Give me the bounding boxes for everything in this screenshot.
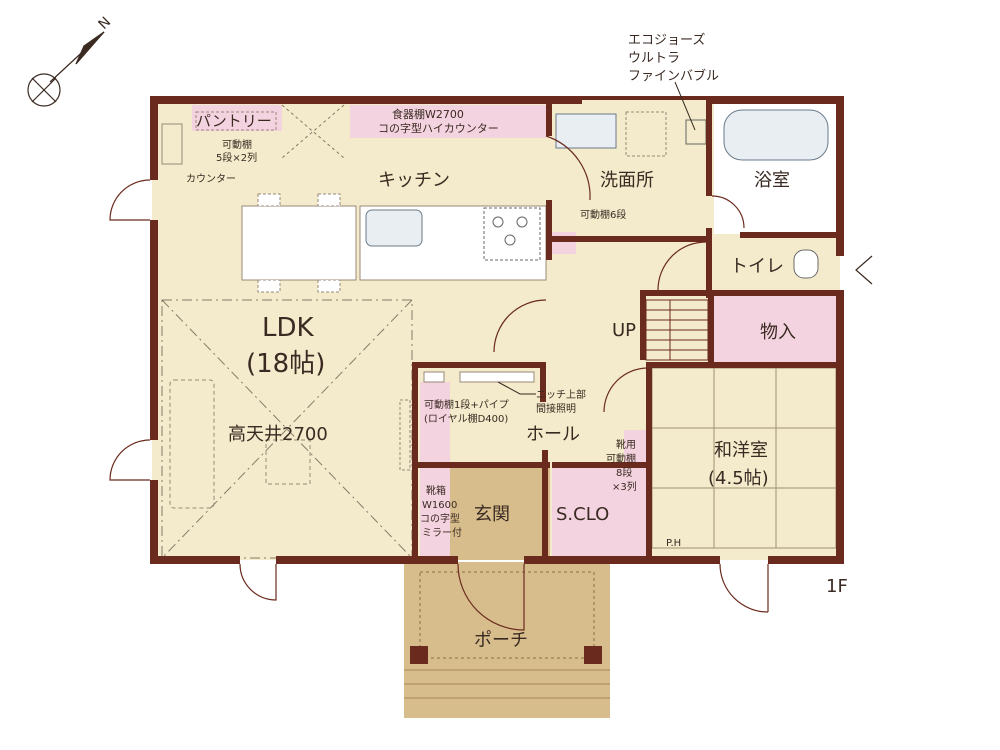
washroom-shelf-label: 可動棚6段 (580, 208, 626, 221)
shoe-shelf-4: ×3列 (612, 480, 637, 493)
doors (109, 135, 769, 631)
compass-icon (27, 31, 105, 107)
chair-4 (317, 279, 341, 293)
counter-label: カウンター (186, 173, 236, 185)
ldk-label: LDK (262, 313, 315, 343)
pantry-box (195, 111, 277, 131)
cupboard-floor (350, 105, 546, 138)
niche (459, 371, 535, 383)
furniture (161, 109, 829, 509)
ecojoes-3: ファインバブル (628, 68, 719, 84)
ecojoes-leader (674, 81, 696, 131)
hall-shelf-1: 可動棚1段+パイプ (424, 398, 509, 411)
pantry-shelf-2: 5段×2列 (216, 151, 257, 164)
chair-3 (257, 279, 281, 293)
ecojoes-1: エコジョーズ (628, 32, 705, 48)
sofa (169, 379, 215, 509)
dining-table (241, 205, 357, 281)
storage-floor (712, 292, 840, 366)
shoe-shelf-floor (624, 430, 646, 516)
floor-label: 1F (826, 576, 848, 597)
shoe-shelf-1: 靴用 (616, 438, 636, 451)
walls (150, 96, 844, 564)
shoebox-2: W1600 (422, 500, 457, 511)
pantry-label: パントリー (196, 112, 272, 130)
washbasin (555, 113, 617, 149)
entrance-label: 玄関 (474, 504, 510, 525)
shoe-shelf-3: 8段 (616, 466, 632, 479)
coffee-table (265, 439, 311, 485)
entrance-floor (450, 468, 550, 560)
washroom-label: 洗面所 (600, 170, 654, 191)
washer (625, 111, 667, 157)
tv-board (399, 399, 411, 471)
compass-label: N (96, 14, 115, 33)
porch-inner-line (419, 571, 595, 659)
sink (365, 209, 423, 247)
sclo-label: S.CLO (556, 504, 609, 525)
shoebox-3: コの字型 (420, 512, 460, 525)
entry-arrow-icon (855, 255, 873, 285)
hall-shelf-2: (ロイヤル棚D400) (424, 412, 508, 425)
shoebox-floor (420, 382, 450, 558)
porch-floor (404, 562, 610, 718)
counter-box (161, 123, 183, 165)
niche-1: ニッチ上部 (536, 388, 586, 401)
porch-label: ポーチ (474, 630, 528, 651)
shoebox-1: 靴箱 (426, 484, 446, 497)
chair-1 (257, 193, 281, 207)
washroom-shelf (552, 232, 576, 254)
stairs-up-label: UP (612, 320, 636, 341)
storage-label: 物入 (760, 322, 796, 343)
hall-label: ホール (526, 424, 580, 445)
shoe-shelf-2: 可動棚 (606, 452, 636, 465)
pantry-floor (192, 105, 282, 131)
shelf-hall (423, 371, 445, 383)
toilet-bowl (793, 249, 819, 279)
bath-label: 浴室 (754, 170, 790, 191)
ldk-ceiling: 高天井2700 (228, 424, 328, 445)
ldk-size: (18帖) (246, 349, 325, 379)
ph-label: P.H (666, 538, 681, 549)
niche-2: 間接照明 (536, 402, 576, 415)
porch-post-right (584, 646, 602, 664)
pantry-shelf-1: 可動棚 (222, 138, 252, 151)
washitsu-size: (4.5帖) (708, 468, 769, 489)
toilet-label: トイレ (730, 256, 784, 277)
kitchen-label: キッチン (378, 170, 450, 191)
cupboard-2: コの字型ハイカウンター (378, 121, 499, 135)
shoebox-4: ミラー付 (422, 526, 462, 539)
bathtub (723, 109, 829, 161)
stove (483, 207, 541, 261)
cupboard-1: 食器棚W2700 (392, 107, 464, 121)
ecojoes-2: ウルトラ (628, 51, 680, 66)
washitsu-label: 和洋室 (714, 440, 768, 461)
ceiling-diagonals (161, 104, 413, 559)
chair-2 (317, 193, 341, 207)
porch-post-left (410, 646, 428, 664)
niche-leader (497, 381, 536, 395)
washitsu-tatami (651, 367, 837, 549)
